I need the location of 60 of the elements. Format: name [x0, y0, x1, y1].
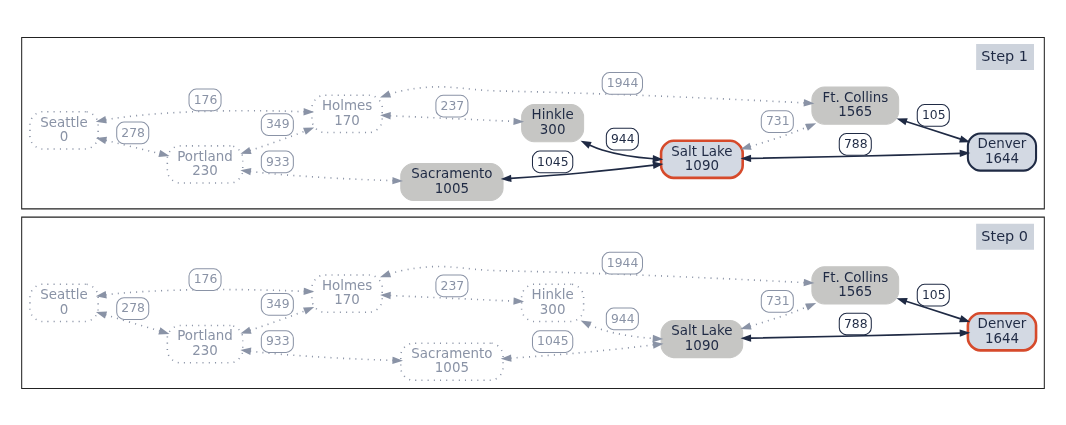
edge-label: 731 — [765, 112, 790, 128]
node-box: Portland 230 — [166, 144, 244, 184]
edge-label: 237 — [440, 97, 465, 113]
arrow — [95, 287, 315, 298]
arrow — [380, 291, 525, 305]
arrow — [500, 340, 664, 362]
node-box: Denver 1644 — [966, 311, 1038, 352]
node-box: Hinkle 300 — [520, 283, 585, 322]
arrow — [580, 140, 664, 162]
arrow — [740, 328, 971, 342]
arrow — [240, 167, 403, 184]
node-box: Holmes 170 — [311, 273, 383, 313]
arrow — [95, 136, 170, 157]
arrow — [240, 306, 315, 334]
arrow — [740, 122, 817, 150]
node-box: Seattle 0 — [29, 283, 99, 322]
arrow — [379, 265, 815, 286]
edge-label: 731 — [765, 292, 790, 308]
arrow — [740, 149, 971, 162]
edge-label: 176 — [193, 270, 218, 286]
edge-label: 105 — [921, 106, 946, 122]
arrow — [896, 297, 971, 322]
edge-label: 1045 — [537, 153, 569, 169]
node-box: Ft. Collins 1565 — [811, 85, 900, 125]
node-box: Seattle 0 — [29, 110, 99, 150]
arrow — [896, 117, 971, 142]
arrow — [380, 111, 525, 125]
node-box: Denver 1644 — [966, 131, 1038, 172]
arrow — [740, 302, 817, 330]
arrow — [500, 161, 664, 182]
edge-label: 944 — [610, 310, 635, 326]
edge-label: 1045 — [537, 332, 569, 348]
arrow — [95, 107, 315, 123]
arrow — [580, 319, 664, 342]
edge-label: 1944 — [606, 74, 639, 90]
edge-label: 1944 — [606, 254, 639, 270]
edge-label: 349 — [265, 115, 290, 131]
arrow — [240, 347, 403, 364]
node-box: Salt Lake 1090 — [659, 138, 744, 179]
edge-label: 933 — [265, 332, 290, 348]
edge-label: 278 — [121, 299, 145, 315]
edge-label: 788 — [843, 135, 868, 151]
edge-label: 176 — [193, 91, 218, 107]
arrow — [379, 85, 815, 107]
node-box: Ft. Collins 1565 — [811, 265, 900, 304]
node-box: Holmes 170 — [311, 93, 383, 133]
edge-label: 278 — [121, 124, 145, 140]
node-box: Sacramento 1005 — [400, 341, 504, 381]
edge-label: 237 — [440, 277, 465, 293]
node-box: Sacramento 1005 — [400, 162, 504, 201]
edge-label: 788 — [843, 315, 868, 331]
edge-label: 933 — [265, 153, 290, 169]
node-box: Salt Lake 1090 — [660, 319, 744, 358]
arrow — [240, 126, 315, 154]
node-box: Portland 230 — [166, 324, 244, 364]
arrow — [95, 311, 170, 334]
edge-label: 349 — [265, 295, 290, 311]
edge-label: 944 — [610, 130, 635, 146]
node-box: Hinkle 300 — [521, 103, 585, 142]
edge-label: 105 — [921, 286, 946, 302]
